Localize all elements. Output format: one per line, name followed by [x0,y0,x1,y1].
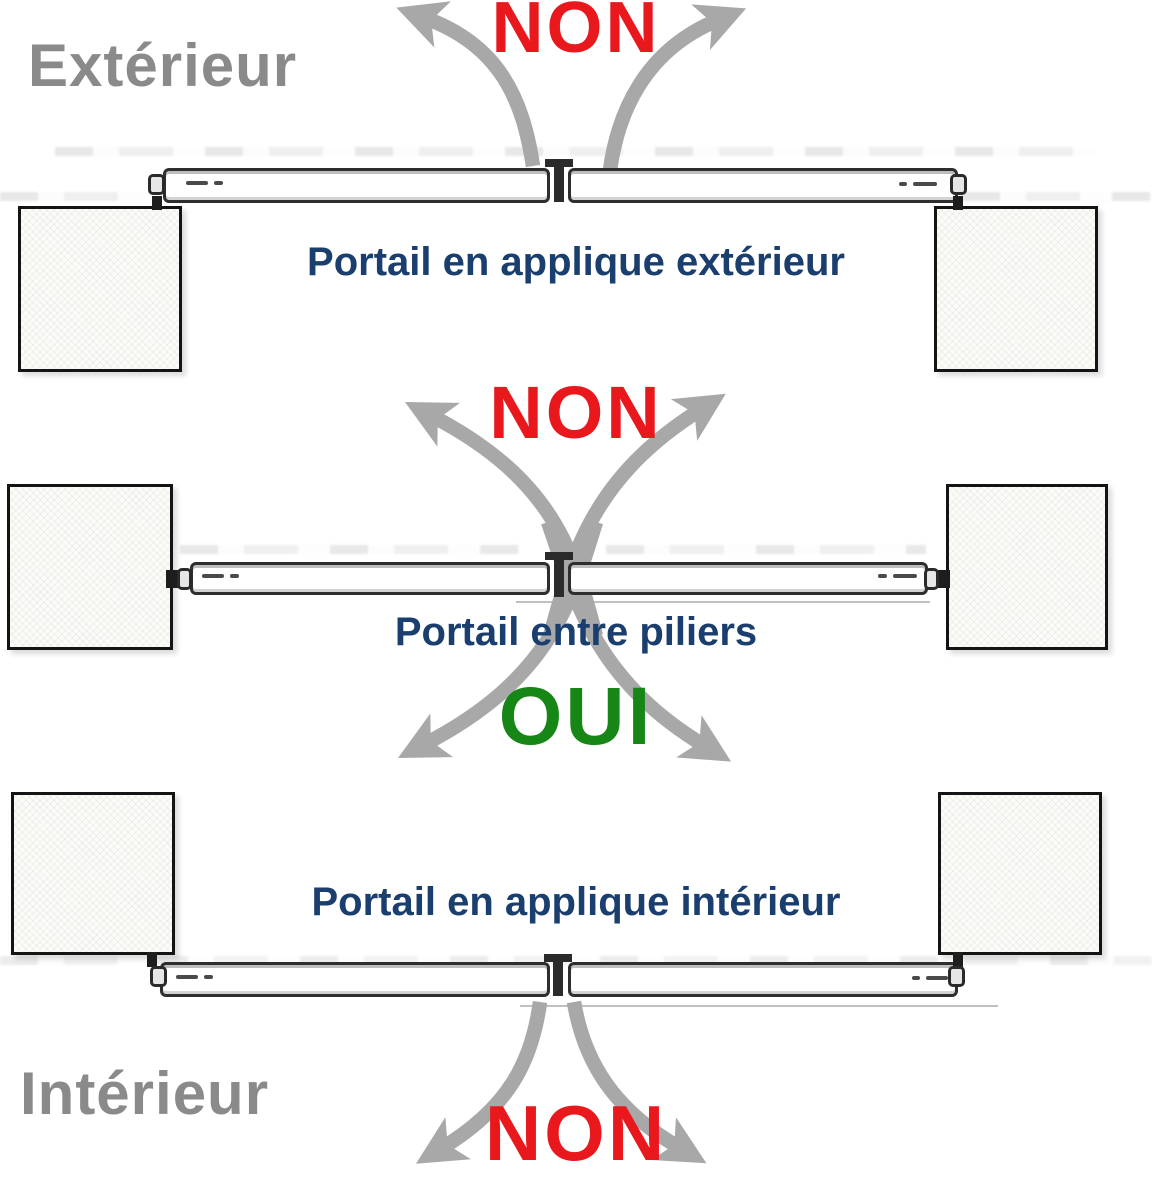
hinge-knuckle-top-left [148,174,165,195]
panel-dash [186,181,208,185]
verdict-middle-up: NON [489,371,663,454]
swing-arrow-middle-down-left-icon [397,519,603,759]
verdict-bottom: NON [484,1089,668,1177]
gate-leaf-middle-left [190,562,550,595]
hinge-knuckle-bottom-right [948,966,965,987]
swing-arrow-top-right-icon [602,4,747,171]
hinge-knuckle-middle-left [177,568,192,590]
wall-line-bottom-under [520,1005,998,1007]
center-stop-bottom-stem [553,954,563,996]
wall-line-top-left [0,192,148,201]
verdict-middle-down: OUI [498,671,654,762]
gate-leaf-bottom-left [160,962,550,997]
gate-leaf-bottom-right [568,962,958,997]
pillar-bottom-left [11,792,175,955]
pillar-top-right [934,206,1098,372]
swing-arrow-middle-up-right-icon [543,393,726,638]
hinge-knuckle-bottom-left [150,966,167,987]
hinge-post-middle-left [166,570,178,588]
pillar-bottom-right [938,792,1102,955]
hinge-post-middle-right [938,570,950,588]
pillar-middle-left [7,484,173,650]
center-stop-top-stem [554,159,564,202]
panel-dash [214,181,223,185]
panel-dash [893,574,917,578]
panel-dash [230,574,239,578]
gate-leaf-middle-right [568,562,928,595]
panel-dash [913,182,937,186]
hinge-post-top-left [152,196,162,210]
panel-dash [912,976,920,980]
gate-leaf-top-right [568,168,958,203]
swing-arrow-middle-up-left-icon [404,401,604,638]
caption-top: Portail en applique extérieur [307,240,845,284]
panel-dash [926,976,948,980]
pillar-middle-right [946,484,1108,650]
wall-line-middle-under [516,601,930,603]
wall-line-middle-left [180,545,520,554]
swing-arrow-bottom-right-icon [566,1000,707,1164]
panel-dash [202,574,224,578]
panel-dash [899,182,907,186]
exterior-label: Extérieur [28,32,298,99]
hinge-knuckle-top-right [950,174,967,195]
wall-line-top [55,147,1095,156]
panel-dash [176,975,198,979]
hinge-post-bottom-left [147,952,157,967]
wall-line-middle-right [606,545,926,554]
panel-dash [204,975,213,979]
hinge-post-bottom-right [953,952,963,967]
pillar-top-left [18,206,182,372]
verdict-top: NON [491,0,661,68]
center-stop-middle-stem [554,552,564,597]
gate-leaf-top-left [163,168,550,203]
wall-line-bottom [0,956,1152,965]
wall-line-top-right [962,192,1152,201]
interior-label: Intérieur [20,1060,270,1127]
panel-dash [878,574,887,578]
swing-arrow-top-left-icon [396,1,541,168]
hinge-knuckle-middle-right [924,568,939,590]
swing-arrow-bottom-left-icon [415,1001,548,1164]
hinge-post-top-right [953,196,963,210]
caption-bottom: Portail en applique intérieur [311,880,841,924]
caption-middle: Portail entre piliers [394,610,758,654]
